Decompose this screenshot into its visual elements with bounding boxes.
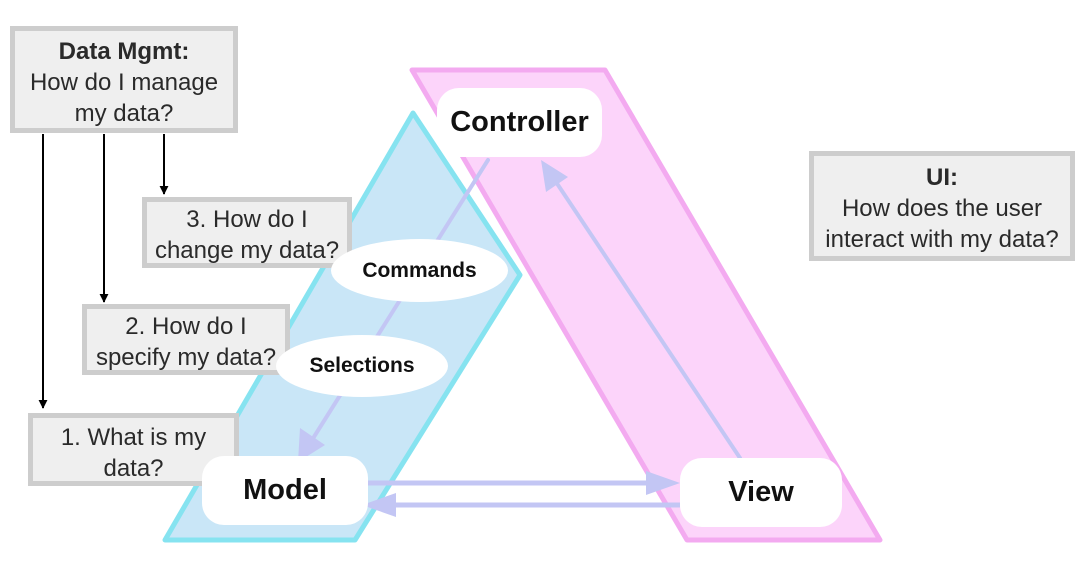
question-1-line-1: 1. What is my [60,424,207,451]
ui-title: UI: [926,164,958,191]
ui-box: UI: How does the user interact with my d… [809,151,1075,261]
model-to-view-arrowhead [646,471,680,495]
question-3-box: 3. How do I change my data? [142,197,352,268]
question-arrows [38,134,169,409]
data-mgmt-box: Data Mgmt: How do I manage my data? [10,26,238,133]
view-node: View [680,458,842,527]
data-mgmt-line-2: my data? [74,100,174,127]
view-to-model-arrowhead [362,493,396,517]
question-2-line-1: 2. How do I [125,313,247,340]
controller-to-model-arrowhead [298,428,325,462]
view-band [409,67,883,543]
ui-line-1: How does the user [841,195,1043,222]
view-to-controller-arrow [554,180,742,460]
question-1-box: 1. What is my data? [28,413,239,486]
data-mgmt-line-1: How do I manage [29,69,219,96]
question-2-line-2: specify my data? [95,344,277,371]
model-node: Model [202,456,368,525]
view-to-controller-arrowhead [541,160,568,192]
selections-label: Selections [276,335,448,397]
question-3-line-1: 3. How do I [186,206,308,233]
ui-line-2: interact with my data? [825,226,1059,253]
model-band [162,110,523,543]
question-3-line-2: change my data? [154,237,340,264]
question-1-line-2: data? [103,455,164,482]
commands-label: Commands [331,239,508,302]
question-2-box: 2. How do I specify my data? [82,304,290,375]
controller-node: Controller [437,88,602,157]
data-mgmt-title: Data Mgmt: [58,38,190,65]
